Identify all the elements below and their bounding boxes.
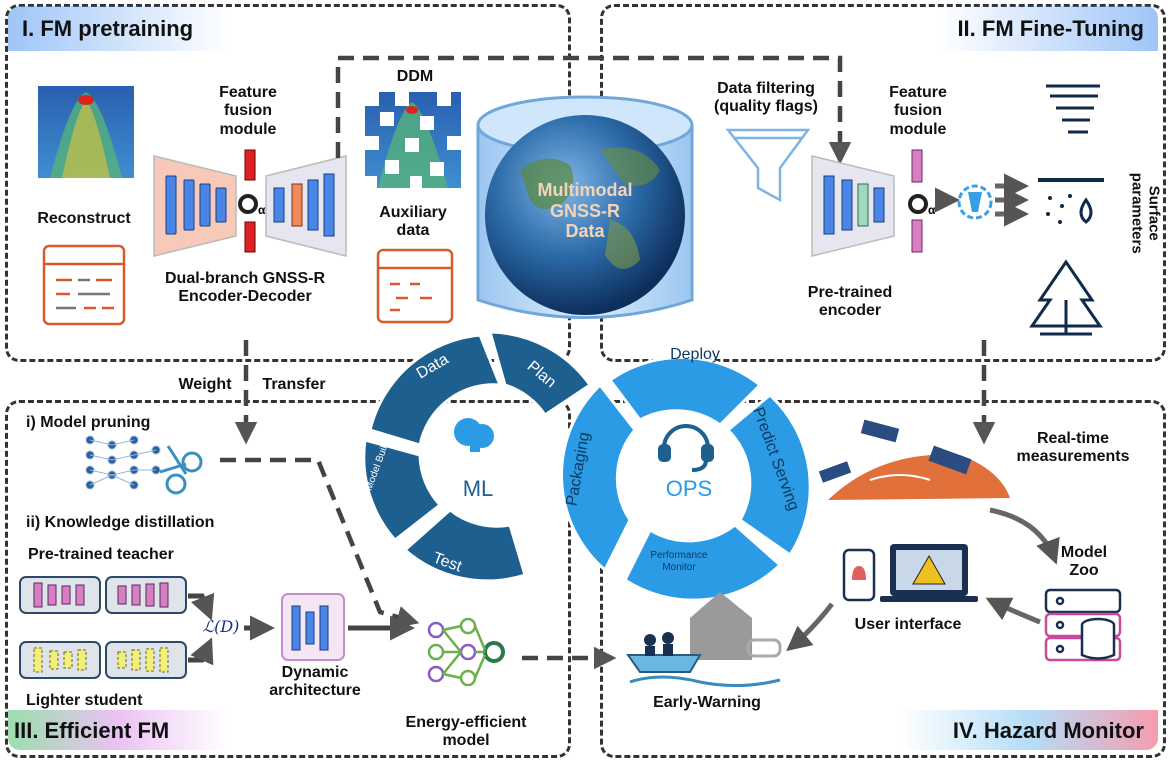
multimodal-data-cylinder [476, 95, 694, 319]
label-multimodal-data: Multimodal GNSS-R Data [537, 180, 633, 242]
student-models [19, 641, 187, 679]
mlops-cycle [362, 330, 812, 602]
cycle-seg-performance-monitor: Performance Monitor [650, 550, 708, 573]
server-database-icon [1044, 588, 1122, 662]
glow-bottom-right [900, 710, 1158, 750]
label-realtime-measurements: Real-time measurements [1016, 430, 1130, 466]
label-feature-fusion-2: Feature fusion module [889, 84, 947, 138]
table-icon-reconstruct [42, 244, 126, 326]
fusion-module-pretrain: α [238, 149, 266, 253]
svg-text:α: α [928, 203, 936, 217]
teacher-models [19, 576, 187, 614]
label-data-filtering: Data filtering (quality flags) [713, 80, 818, 116]
label-energy-model: Energy-efficient model [405, 714, 527, 750]
svg-text:α: α [258, 203, 266, 217]
tornado-icon [1046, 84, 1100, 134]
label-model-zoo: Model Zoo [1060, 544, 1108, 580]
cycle-ml-label: ML [462, 476, 494, 501]
forest-icon [1029, 259, 1103, 336]
label-weight: Weight [178, 376, 232, 393]
decoder-block-pretrain [265, 155, 347, 257]
user-interface-icon [842, 544, 978, 602]
head-gear-icon [957, 184, 993, 220]
label-early-warning: Early-Warning [653, 694, 761, 711]
dynamic-architecture-icon [281, 593, 345, 661]
panel-title-pretraining: I. FM pretraining [22, 16, 194, 41]
neural-net-pruning-icon [85, 435, 161, 490]
fusion-module-finetune: α [908, 149, 936, 253]
label-loss: ℒ(D) [202, 617, 240, 636]
panel-title-hazard: IV. Hazard Monitor [952, 718, 1144, 743]
ddm-masked-image [365, 92, 461, 188]
energy-efficient-network-icon [427, 617, 505, 687]
glow-bottom-left [8, 710, 228, 750]
flood-warning-icon [626, 592, 782, 688]
label-lighter-student: Lighter student [26, 692, 143, 709]
cycle-seg-deploy: Deploy [670, 346, 720, 363]
label-pretrained-teacher: Pre-trained teacher [28, 546, 174, 563]
filter-funnel-icon [725, 128, 811, 203]
cycle-ops-label: OPS [665, 476, 713, 501]
scissors-icon [159, 445, 203, 495]
label-dynamic-architecture: Dynamic architecture [269, 664, 361, 700]
label-dual-branch: Dual-branch GNSS-R Encoder-Decoder [164, 270, 325, 306]
label-ddm: DDM [396, 68, 434, 85]
label-knowledge-distillation: ii) Knowledge distillation [26, 514, 215, 531]
panel-title-finetuning: II. FM Fine-Tuning [957, 16, 1144, 41]
label-model-pruning: i) Model pruning [26, 414, 151, 431]
label-reconstruct: Reconstruct [37, 210, 131, 227]
label-transfer: Transfer [262, 376, 326, 393]
panel-hazard-monitor [600, 400, 1166, 758]
label-auxiliary: Auxiliary data [379, 204, 447, 240]
label-pretrained-encoder: Pre-trained encoder [807, 284, 893, 320]
table-icon-auxiliary [376, 248, 454, 324]
label-surface-parameters: Surface parameters [1128, 172, 1163, 254]
ddm-reconstructed-image [38, 86, 134, 178]
earth-satellites-icon [818, 419, 1010, 500]
label-user-interface: User interface [854, 616, 962, 633]
brain-icon [454, 418, 494, 452]
precipitation-icon [1038, 178, 1104, 224]
label-feature-fusion-1: Feature fusion module [219, 84, 277, 138]
glow-top-right [940, 6, 1158, 51]
encoder-block-finetune [811, 155, 895, 257]
glow-top-left [8, 6, 228, 51]
headset-icon [658, 424, 714, 472]
panel-efficient-fm [5, 400, 571, 758]
encoder-block-pretrain [153, 155, 237, 257]
panel-title-efficient: III. Efficient FM [14, 718, 170, 743]
